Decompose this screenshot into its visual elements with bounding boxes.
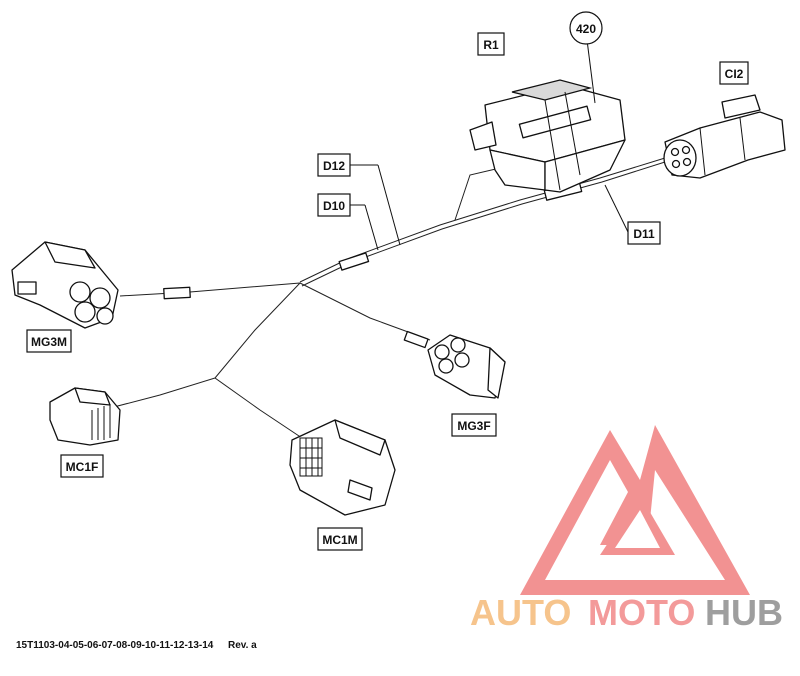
- label-d12: D12: [317, 153, 351, 177]
- drawing-number: 15T1103-04-05-06-07-08-09-10-11-12-13-14: [16, 640, 214, 651]
- svg-text:CI2: CI2: [725, 67, 744, 81]
- label-d11: D11: [627, 221, 661, 245]
- wire-sleeves: [163, 181, 583, 349]
- label-mg3m: MG3M: [26, 329, 72, 353]
- label-mc1m: MC1M: [317, 527, 363, 551]
- svg-text:MG3M: MG3M: [31, 335, 67, 349]
- revision: Rev. a: [228, 640, 257, 651]
- mc1m-connector-part: [289, 419, 396, 516]
- sleeve-mg3m: [163, 286, 191, 300]
- svg-text:D11: D11: [633, 227, 655, 241]
- label-r1: R1: [477, 32, 505, 56]
- svg-text:MC1M: MC1M: [322, 533, 357, 547]
- label-ci2: CI2: [719, 61, 749, 85]
- svg-text:R1: R1: [483, 38, 499, 52]
- mg3m-connector-part: [11, 241, 119, 329]
- leader-lines: [350, 39, 629, 251]
- svg-text:D10: D10: [323, 199, 345, 213]
- mc1f-connector-part: [49, 387, 121, 446]
- mg3f-connector-part: [427, 334, 506, 399]
- watermark-text: AUTO MOTO HUB: [470, 592, 783, 633]
- ci2-connector-part: [663, 94, 786, 179]
- label-mc1f: MC1F: [60, 454, 104, 478]
- svg-text:MG3F: MG3F: [457, 419, 490, 433]
- sleeve-mg3f: [403, 330, 429, 349]
- watermark-moto: MOTO: [588, 592, 695, 633]
- wire-r1-branch: [454, 167, 501, 221]
- wire-mc1f: [109, 377, 216, 409]
- label-d10: D10: [317, 193, 351, 217]
- wire-mg3f: [299, 282, 431, 341]
- wire-split: [214, 282, 301, 379]
- wire-mc1m: [214, 377, 306, 441]
- watermark-auto: AUTO: [470, 592, 571, 633]
- sleeve-d10: [338, 252, 370, 271]
- r1-relay-part: [469, 79, 626, 193]
- wire-mg3m: [119, 282, 301, 297]
- label-420: 420: [569, 11, 603, 45]
- svg-text:420: 420: [576, 22, 596, 36]
- label-mg3f: MG3F: [451, 413, 497, 437]
- watermark-logo-icon: [520, 425, 750, 595]
- svg-text:D12: D12: [323, 159, 345, 173]
- watermark-hub: HUB: [705, 592, 783, 633]
- svg-text:MC1F: MC1F: [66, 460, 99, 474]
